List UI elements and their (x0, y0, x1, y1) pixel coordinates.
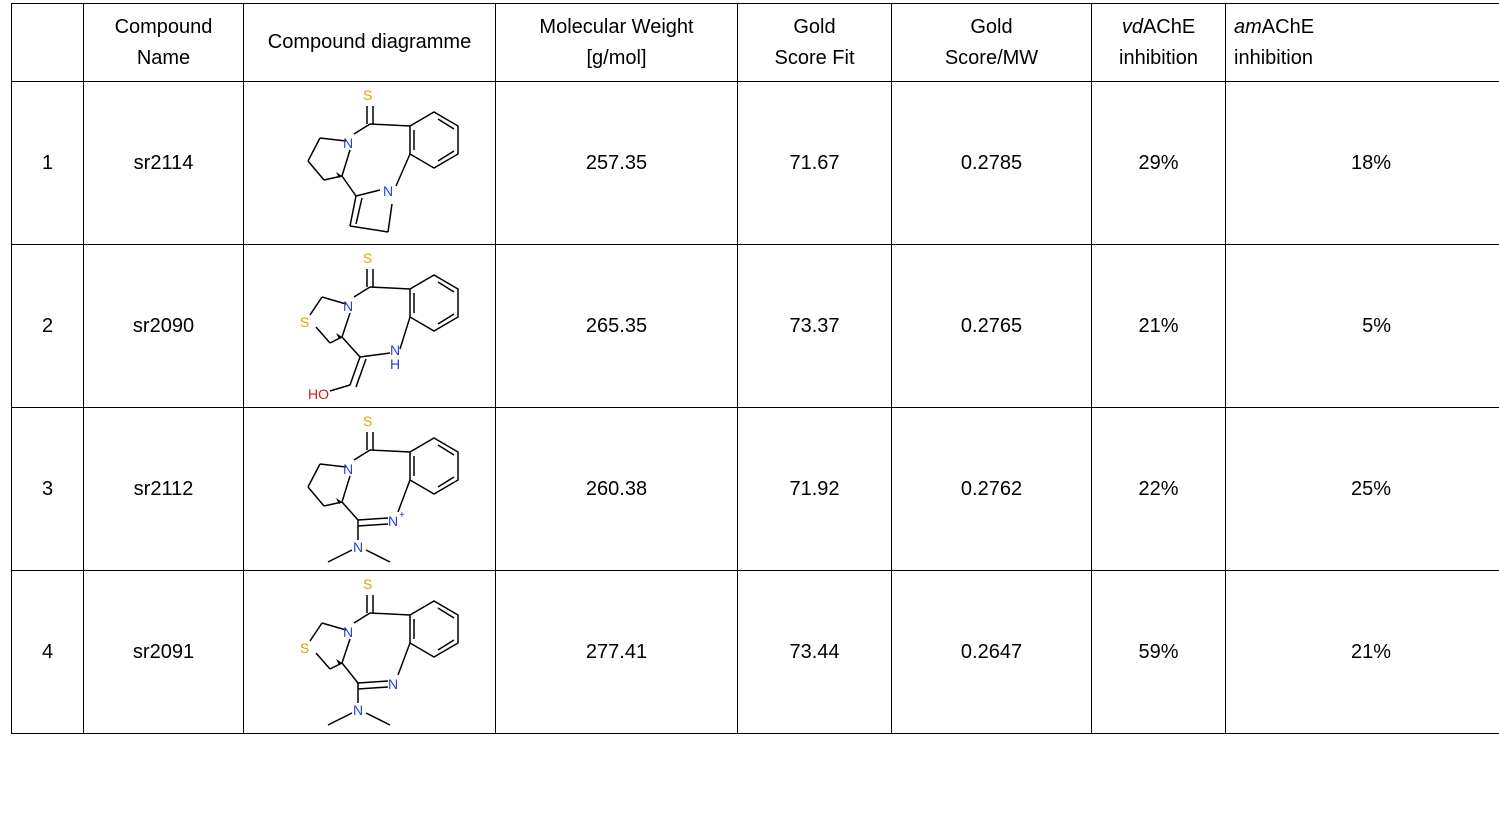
gold-score-fit: 71.92 (737, 407, 892, 571)
gold-score-per-mw: 0.2762 (891, 407, 1092, 571)
molecule-structure-sr2114: S N N (306, 87, 459, 233)
am-ache-inhibition: 18% (1225, 81, 1499, 245)
table-row: 3 sr2112 (11, 407, 1499, 571)
svg-text:S: S (363, 250, 372, 266)
svg-text:N: N (353, 539, 363, 555)
table-row: 1 sr2114 (11, 81, 1499, 245)
svg-text:S: S (363, 413, 372, 429)
vd-ache-inhibition: 22% (1091, 407, 1226, 571)
molecular-weight: 265.35 (495, 244, 738, 408)
vd-ache-inhibition: 59% (1091, 570, 1226, 734)
compound-name: sr2091 (83, 570, 244, 734)
compound-diagram: S N S N N (243, 570, 496, 734)
svg-text:N: N (343, 135, 353, 151)
compound-name: sr2114 (83, 81, 244, 245)
am-ache-inhibition: 5% (1225, 244, 1499, 408)
compound-name: sr2112 (83, 407, 244, 571)
molecular-weight: 277.41 (495, 570, 738, 734)
svg-text:N: N (383, 183, 393, 199)
svg-text:N: N (343, 624, 353, 640)
gold-score-fit: 73.37 (737, 244, 892, 408)
svg-text:HO: HO (308, 386, 329, 402)
svg-text:N: N (388, 513, 398, 529)
svg-text:S: S (300, 314, 309, 330)
molecular-weight: 257.35 (495, 81, 738, 245)
am-ache-inhibition: 21% (1225, 570, 1499, 734)
svg-text:S: S (363, 576, 372, 592)
svg-text:N: N (343, 461, 353, 477)
am-ache-inhibition: 25% (1225, 407, 1499, 571)
svg-text:S: S (300, 640, 309, 656)
compound-diagram: S N N + N (243, 407, 496, 571)
header-compound-diagram: Compound diagramme (243, 3, 496, 82)
row-index: 2 (11, 244, 84, 408)
molecular-weight: 260.38 (495, 407, 738, 571)
row-index: 3 (11, 407, 84, 571)
svg-text:S: S (363, 87, 372, 103)
row-index: 1 (11, 81, 84, 245)
header-molecular-weight: Molecular Weight[g/mol] (495, 3, 738, 82)
svg-text:N: N (353, 702, 363, 718)
vd-ache-inhibition: 21% (1091, 244, 1226, 408)
svg-text:N: N (388, 676, 398, 692)
gold-score-per-mw: 0.2765 (891, 244, 1092, 408)
svg-text:N: N (390, 342, 400, 358)
gold-score-fit: 71.67 (737, 81, 892, 245)
header-index (11, 3, 84, 82)
gold-score-fit: 73.44 (737, 570, 892, 734)
gold-score-per-mw: 0.2785 (891, 81, 1092, 245)
svg-text:+: + (399, 510, 405, 521)
compound-name: sr2090 (83, 244, 244, 408)
table-row: 2 sr2090 (11, 244, 1499, 408)
molecule-structure-sr2112: S N N + N (306, 413, 459, 563)
svg-text:H: H (390, 356, 400, 372)
gold-score-per-mw: 0.2647 (891, 570, 1092, 734)
table-row: 4 sr2091 (11, 570, 1499, 734)
molecule-structure-sr2090: S N S N H HO (300, 250, 459, 402)
molecule-structure-sr2091: S N S N N (300, 576, 459, 726)
svg-text:N: N (343, 298, 353, 314)
vd-ache-inhibition: 29% (1091, 81, 1226, 245)
compound-diagram: S N N (243, 81, 496, 245)
compound-diagram: S N S N H HO (243, 244, 496, 408)
row-index: 4 (11, 570, 84, 734)
